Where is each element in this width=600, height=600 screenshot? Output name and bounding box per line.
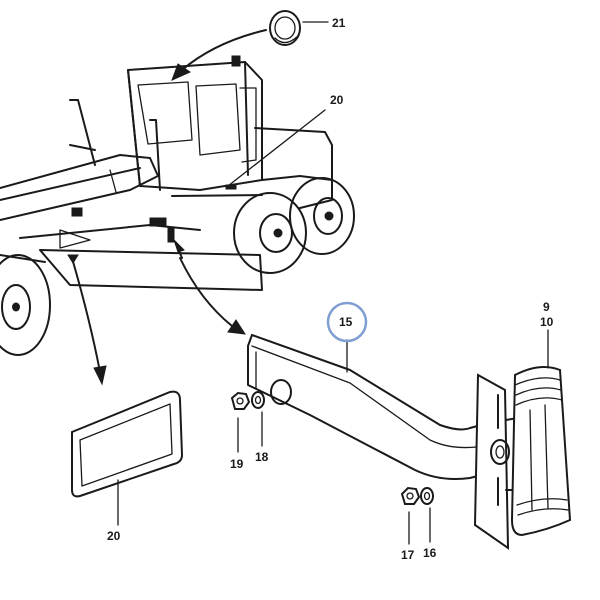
callout-20-upper[interactable]: 20	[330, 93, 344, 107]
part-9-10-lamp-assembly	[473, 329, 572, 550]
part-16-washer	[420, 487, 434, 543]
callout-10[interactable]: 10	[540, 315, 554, 329]
part-20-reflector	[71, 390, 184, 526]
callout-18[interactable]: 18	[255, 450, 269, 464]
part-21-plug-cap	[269, 10, 329, 46]
part-19-nut	[230, 391, 251, 453]
callout-20-lower[interactable]: 20	[107, 529, 121, 543]
leader-20-upper	[227, 109, 326, 187]
callout-17[interactable]: 17	[401, 548, 415, 562]
part-17-nut	[400, 486, 421, 545]
callout-21[interactable]: 21	[332, 16, 346, 30]
part-15-bracket-arm	[247, 334, 501, 480]
highlight-ring-15	[326, 301, 368, 343]
callout-16[interactable]: 16	[423, 546, 437, 560]
motor-grader-illustration	[0, 55, 355, 356]
callout-9[interactable]: 9	[543, 300, 550, 314]
callout-19[interactable]: 19	[230, 457, 244, 471]
pointer-arrows	[67, 29, 267, 386]
callout-15[interactable]: 15	[339, 315, 353, 329]
part-18-washer	[251, 391, 265, 447]
